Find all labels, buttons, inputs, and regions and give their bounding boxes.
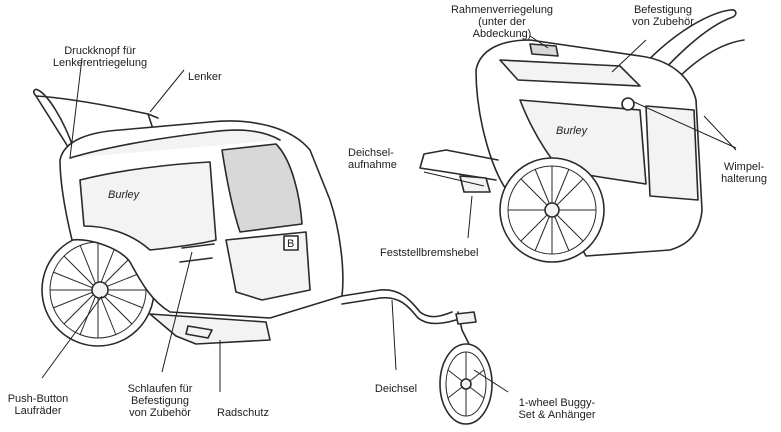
label-line: Deichsel- <box>348 147 394 159</box>
label-fender: Radschutz <box>217 407 269 419</box>
label-line: Rahmenverriegelung <box>451 4 553 16</box>
right-rear-panel <box>645 105 699 201</box>
right-hitch-arm <box>419 149 499 181</box>
label-line: Radschutz <box>217 407 269 419</box>
label-line: aufnahme <box>348 159 397 171</box>
label-line: von Zubehör <box>632 16 694 28</box>
tow-bar <box>341 289 453 318</box>
label-line: Feststellbremshebel <box>380 247 478 259</box>
left-badge-frame <box>283 235 299 251</box>
left-badge: B <box>287 238 294 250</box>
label-line: Laufräder <box>14 405 61 417</box>
label-line: Druckknopf für <box>64 45 136 57</box>
label-line: von Zubehör <box>129 407 191 419</box>
label-line: 1-wheel Buggy- <box>519 397 596 409</box>
label-tow-hitch: Deichsel-aufnahme <box>348 147 397 171</box>
handlebar-grip <box>35 95 159 119</box>
label-line: Push-Button <box>8 393 69 405</box>
left-wheel-hub <box>91 281 109 299</box>
right-roof-panel <box>499 59 641 87</box>
label-line: Deichsel <box>375 383 417 395</box>
right-flag-holder <box>621 97 635 111</box>
label-line: Lenker <box>188 71 222 83</box>
label-line: Abdeckung) <box>473 28 532 40</box>
label-line: Wimpel- <box>724 161 765 173</box>
right-trailer-illustration: Burley <box>419 9 745 263</box>
label-tow-bar: Deichsel <box>375 383 417 395</box>
left-accessory-loops <box>179 243 215 263</box>
label-line: Befestigung <box>634 4 692 16</box>
label-buggy-set: 1-wheel Buggy-Set & Anhänger <box>518 397 595 421</box>
left-parking-brake <box>185 325 213 339</box>
right-handlebar <box>623 9 737 99</box>
label-line: Lenkerentriegelung <box>53 57 147 69</box>
label-line: Schlaufen für <box>128 383 193 395</box>
label-line: Befestigung <box>131 395 189 407</box>
left-brand-logo: Burley <box>108 189 141 201</box>
right-roof-cover <box>529 43 559 57</box>
handlebar-left-arm <box>33 88 75 151</box>
buggy-clamp <box>455 311 477 325</box>
label-line: halterung <box>721 173 767 185</box>
label-flag-holder: Wimpel-halterung <box>721 161 767 185</box>
label-line: Set & Anhänger <box>518 409 595 421</box>
left-trailer-roof <box>69 129 281 159</box>
right-brand-logo: Burley <box>556 125 589 137</box>
label-handlebar: Lenker <box>188 71 222 83</box>
left-front-window <box>221 143 303 233</box>
left-trailer-illustration: Burley B <box>33 88 493 425</box>
leader-lines <box>41 35 737 393</box>
label-parking-brake: Feststellbremshebel <box>380 247 478 259</box>
left-side-panel <box>79 161 217 251</box>
label-line: (unter der <box>478 16 526 28</box>
